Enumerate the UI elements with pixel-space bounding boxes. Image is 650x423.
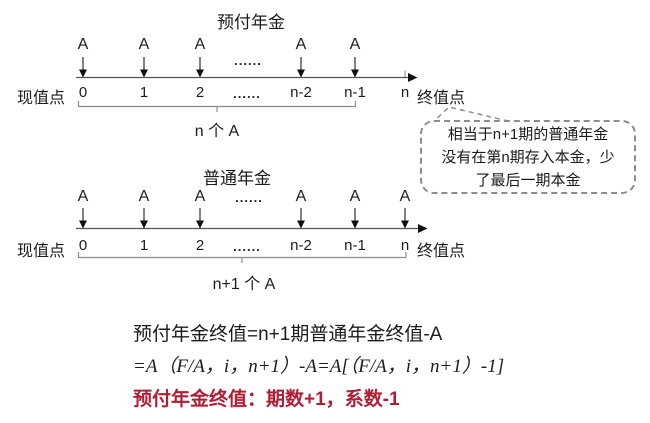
payment-label: A	[399, 188, 411, 205]
tick-label: 2	[195, 84, 205, 101]
tick-label: 2	[195, 237, 205, 254]
callout-bubble: 相当于n+1期的普通年金 没有在第n期存入本金，少 了最后一期本金	[420, 120, 636, 194]
annuity-due-payment-arrows	[79, 57, 359, 78]
down-arrowhead-icon	[401, 220, 409, 229]
down-arrowhead-icon	[351, 220, 359, 229]
axis-arrowhead-icon	[418, 224, 428, 233]
tick-label: 0	[78, 237, 88, 254]
tick-label: n-1	[344, 84, 366, 101]
annuity-due-count-label: n 个 A	[194, 123, 240, 140]
payment-label: A	[349, 36, 361, 53]
ordinary-annuity-payment-arrows	[79, 208, 409, 229]
ordinary-annuity-title: 普通年金	[203, 169, 271, 188]
down-arrowhead-icon	[196, 220, 204, 229]
tick-label: n	[400, 84, 410, 101]
tick-label: n-2	[290, 84, 312, 101]
tick-label: 0	[78, 84, 88, 101]
formula-line-2: =A（F/A，i，n+1）-A=A[（F/A，i，n+1）-1]	[133, 356, 505, 377]
payment-label: A	[349, 188, 361, 205]
ellipsis: ......	[233, 239, 261, 254]
tick-label: n	[400, 237, 410, 254]
callout-line: 相当于n+1期的普通年金	[447, 125, 609, 143]
tick-label: 1	[139, 237, 149, 254]
formula-line-1: 预付年金终值=n+1期普通年金终值-A	[133, 324, 443, 345]
down-arrowhead-icon	[351, 69, 359, 78]
annuity-due-title: 预付年金	[217, 13, 285, 32]
present-value-point-label: 现值点	[17, 90, 66, 107]
payment-label: A	[138, 188, 150, 205]
axis-arrowhead-icon	[408, 73, 418, 82]
callout-line: 了最后一期本金	[475, 171, 581, 189]
ellipsis: ......	[233, 86, 261, 101]
annuity-due-axis	[76, 70, 418, 82]
tick-label: 1	[139, 84, 149, 101]
ordinary-annuity-brace	[77, 252, 407, 263]
future-value-point-label: 终值点	[417, 243, 466, 260]
future-value-point-label: 终值点	[417, 90, 466, 107]
payment-label: A	[295, 188, 307, 205]
down-arrowhead-icon	[140, 220, 148, 229]
callout-tail	[430, 106, 509, 125]
present-value-point-label: 现值点	[17, 243, 66, 260]
down-arrowhead-icon	[79, 220, 87, 229]
formula-conclusion: 预付年金终值：期数+1，系数-1	[133, 389, 400, 410]
payment-label: A	[194, 188, 206, 205]
tick-label: n-2	[290, 237, 312, 254]
payment-label: A	[194, 36, 206, 53]
down-arrowhead-icon	[196, 69, 204, 78]
annuity-due-brace	[77, 101, 357, 112]
ordinary-annuity-axis	[76, 224, 428, 233]
payment-label: A	[77, 36, 89, 53]
callout-line: 没有在第n期存入本金，少	[441, 148, 615, 166]
ellipsis: ......	[235, 190, 263, 205]
payment-label: A	[138, 36, 150, 53]
payment-label: A	[295, 36, 307, 53]
down-arrowhead-icon	[297, 69, 305, 78]
ordinary-annuity-count-label: n+1 个 A	[212, 276, 276, 293]
tick-label: n-1	[344, 237, 366, 254]
down-arrowhead-icon	[140, 69, 148, 78]
down-arrowhead-icon	[297, 220, 305, 229]
down-arrowhead-icon	[79, 69, 87, 78]
payment-label: A	[77, 188, 89, 205]
ellipsis: ......	[234, 53, 262, 68]
